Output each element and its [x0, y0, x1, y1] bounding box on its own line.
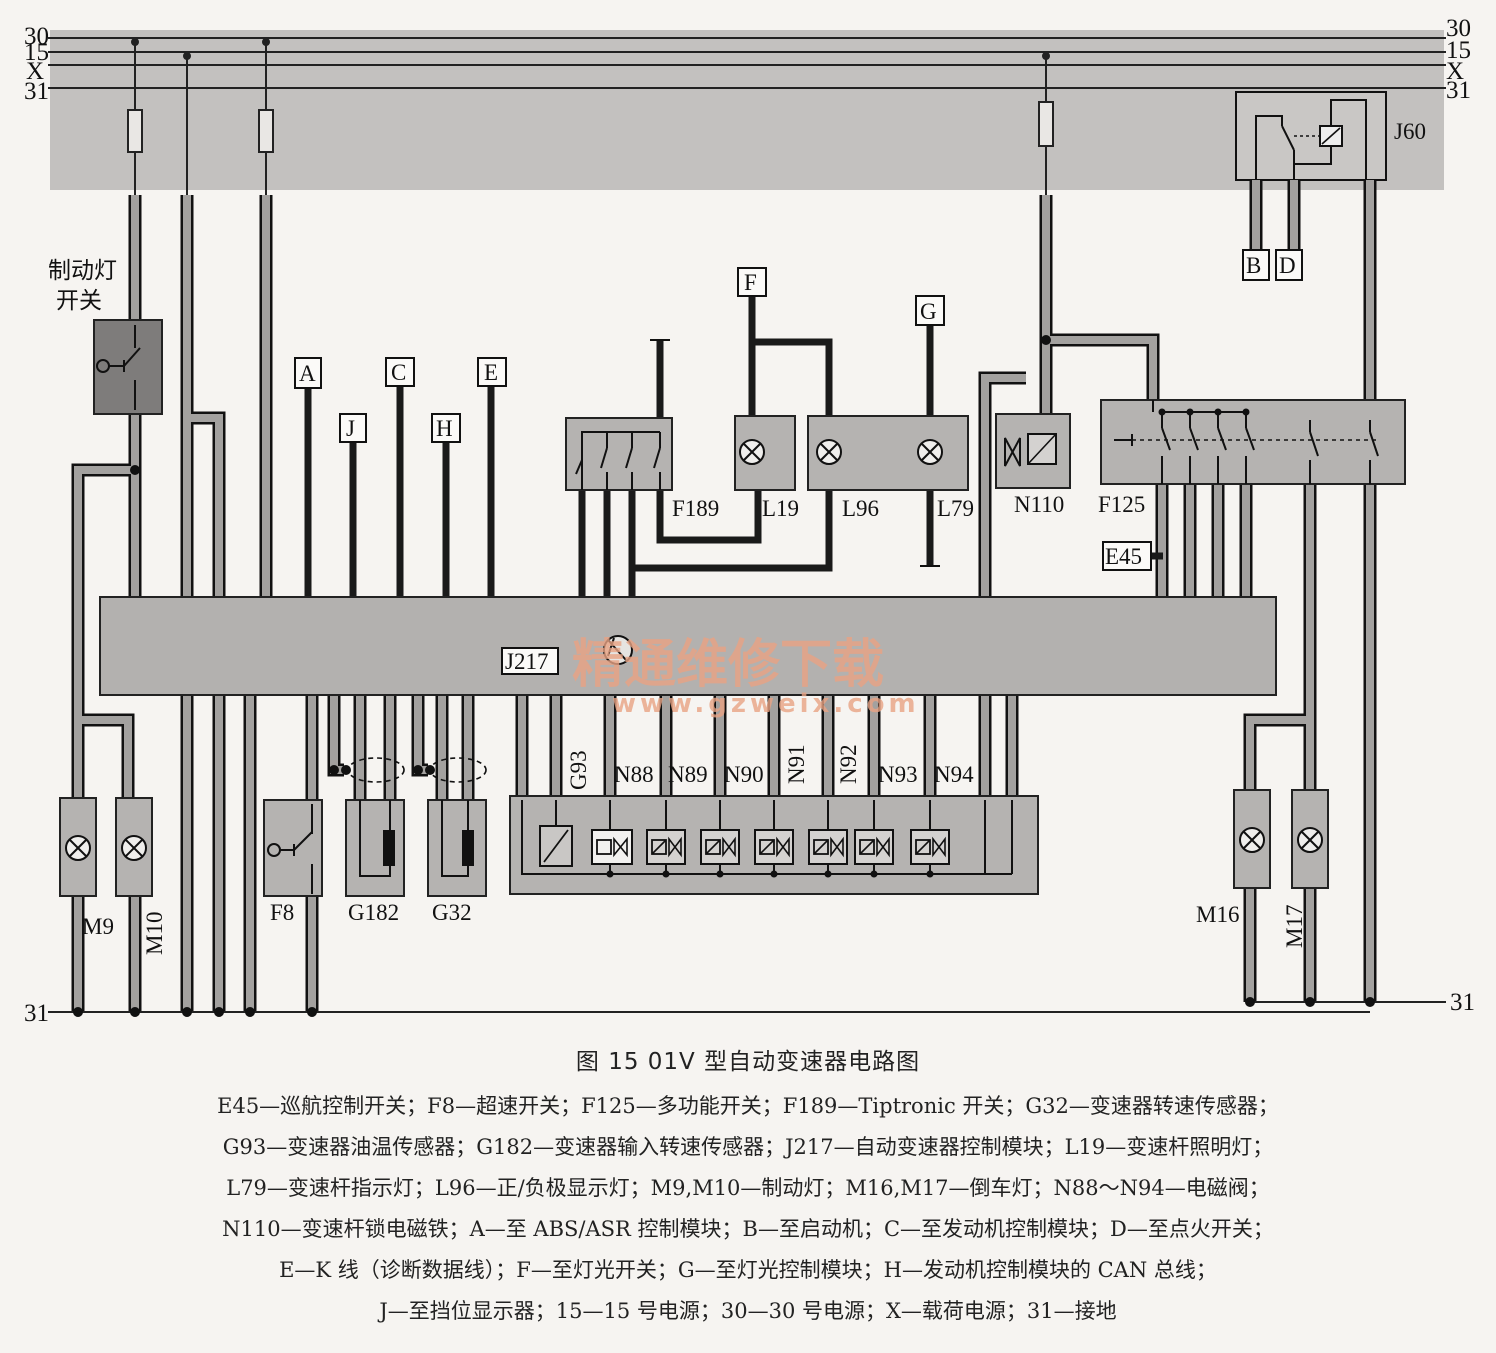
legend-line: L79—变速杆指示灯；L96—正/负极显示灯；M9,M10—制动灯；M16,M1…: [226, 1176, 1270, 1200]
n110-label: N110: [1014, 492, 1064, 517]
legend-line: G93—变速器油温传感器；G182—变速器输入转速传感器；J217—自动变速器控…: [222, 1135, 1274, 1159]
rail-label-31-left: 31: [24, 78, 49, 105]
circuit-diagram: 30 15 X 31 30 15 X 31 J60: [24, 15, 1475, 1027]
connector-c-label: C: [391, 360, 406, 385]
ground-label-left: 31: [24, 1000, 49, 1027]
g93-oil-temp-sensor: [539, 800, 573, 867]
f125-multifunction-switch: F125: [1098, 399, 1406, 517]
fuse-2: [258, 109, 274, 153]
rail-label-31-right: 31: [1446, 77, 1471, 104]
brake-switch-label-line1: 制动灯: [48, 258, 117, 284]
connector-b-box: [1242, 249, 1270, 281]
connector-e-label: E: [484, 360, 498, 385]
legend-line: E45—巡航控制开关；F8—超速开关；F125—多功能开关；F189—Tiptr…: [217, 1094, 1279, 1118]
g32-label: G32: [432, 900, 472, 925]
l96-label: L96: [842, 496, 879, 521]
brake-light-switch: 制动灯 开关: [48, 258, 163, 415]
n110-selector-lock-solenoid: N110: [995, 413, 1071, 517]
n91-label: N91: [784, 744, 809, 784]
n89-label: N89: [668, 762, 708, 787]
connector-g-label: G: [920, 299, 937, 324]
legend-line: E—K 线（诊断数据线）；F—至灯光开关；G—至灯光控制模块；H—发动机控制模块…: [279, 1258, 1217, 1282]
legend-line: J—至挡位显示器；15—15 号电源；30—30 号电源；X—载荷电源；31—接…: [379, 1299, 1117, 1323]
connector-g-box: [915, 295, 945, 326]
g32-output-speed-sensor: G32: [413, 757, 487, 925]
m9-m10-brake-lamps: M9 M10: [59, 797, 167, 955]
connector-c-box: [385, 357, 415, 387]
g93-label: G93: [566, 750, 591, 790]
n94-label: N94: [934, 762, 974, 787]
f8-kickdown-switch: F8: [263, 799, 323, 925]
rail-label-30-left: 30: [24, 23, 49, 50]
valve-body-block: [509, 795, 1039, 895]
f125-label: F125: [1098, 492, 1145, 517]
m17-label: M17: [1282, 905, 1307, 948]
n92-solenoid-valve: [808, 829, 848, 865]
n94-solenoid-valve: [910, 829, 950, 865]
connector-d-box: [1275, 249, 1303, 281]
connector-h-label: H: [436, 416, 453, 441]
watermark-text: 精通维修下载: [572, 635, 884, 695]
n89-solenoid-valve: [646, 829, 686, 865]
connector-a-label: A: [299, 361, 316, 386]
f8-label: F8: [270, 900, 294, 925]
l96-l79-lamp-unit: L96 L79: [807, 415, 974, 521]
rail-label-x-right: X: [1446, 58, 1464, 85]
connector-f-box: [737, 267, 767, 297]
f189-label: F189: [672, 496, 719, 521]
connector-f-label: F: [744, 270, 757, 295]
connector-e-box: [477, 357, 507, 387]
l19-selector-illumination-lamp: L19: [734, 415, 799, 521]
figure-legend: E45—巡航控制开关；F8—超速开关；F125—多功能开关；F189—Tiptr…: [20, 1086, 1476, 1332]
rail-label-15-left: 15: [24, 39, 49, 66]
f189-tiptronic-switch: F189: [565, 417, 719, 521]
m16-m17-reversing-lamps: M16 M17: [1196, 789, 1329, 948]
watermark-url: www.gzweix.com: [612, 689, 920, 719]
fuse-1: [127, 109, 143, 153]
relay-j60: J60: [1235, 91, 1426, 181]
ground-label-right: 31: [1450, 989, 1475, 1016]
m16-label: M16: [1196, 902, 1239, 927]
connector-j-label: J: [346, 416, 355, 441]
n92-label: N92: [836, 744, 861, 784]
j60-label: J60: [1394, 119, 1426, 144]
j217-label: J217: [505, 649, 548, 674]
rail-label-30-right: 30: [1446, 15, 1471, 42]
fuse-3: [1038, 101, 1054, 147]
connector-d-label: D: [1279, 253, 1296, 278]
n91-solenoid-valve: [754, 829, 794, 865]
m10-label: M10: [142, 912, 167, 955]
connector-b-label: B: [1246, 253, 1261, 278]
n88-label: N88: [614, 762, 654, 787]
rail-band: [50, 30, 1444, 190]
e45-box: [1102, 541, 1152, 571]
figure-caption: 图 15 01V 型自动变速器电路图: [575, 1049, 921, 1075]
brake-switch-label-line2: 开关: [56, 288, 102, 314]
rail-label-x-left: X: [26, 58, 44, 85]
n90-label: N90: [724, 762, 764, 787]
e45-label: E45: [1105, 544, 1142, 569]
m9-label: M9: [82, 914, 114, 939]
n88-solenoid-valve: [591, 829, 633, 865]
connector-j-box: [339, 413, 367, 443]
connector-h-box: [431, 413, 461, 443]
j217-transmission-control-module: J217: [99, 596, 1277, 696]
n93-label: N93: [878, 762, 918, 787]
legend-line: N110—变速杆锁电磁铁；A—至 ABS/ASR 控制模块；B—至启动机；C—至…: [222, 1217, 1274, 1241]
l19-label: L19: [762, 496, 799, 521]
rail-label-15-right: 15: [1446, 37, 1471, 64]
n93-solenoid-valve: [854, 829, 894, 865]
connector-a-box: [294, 357, 322, 389]
g182-label: G182: [348, 900, 399, 925]
g182-input-speed-sensor: G182: [329, 757, 405, 925]
n90-solenoid-valve: [700, 829, 740, 865]
l79-label: L79: [937, 496, 974, 521]
